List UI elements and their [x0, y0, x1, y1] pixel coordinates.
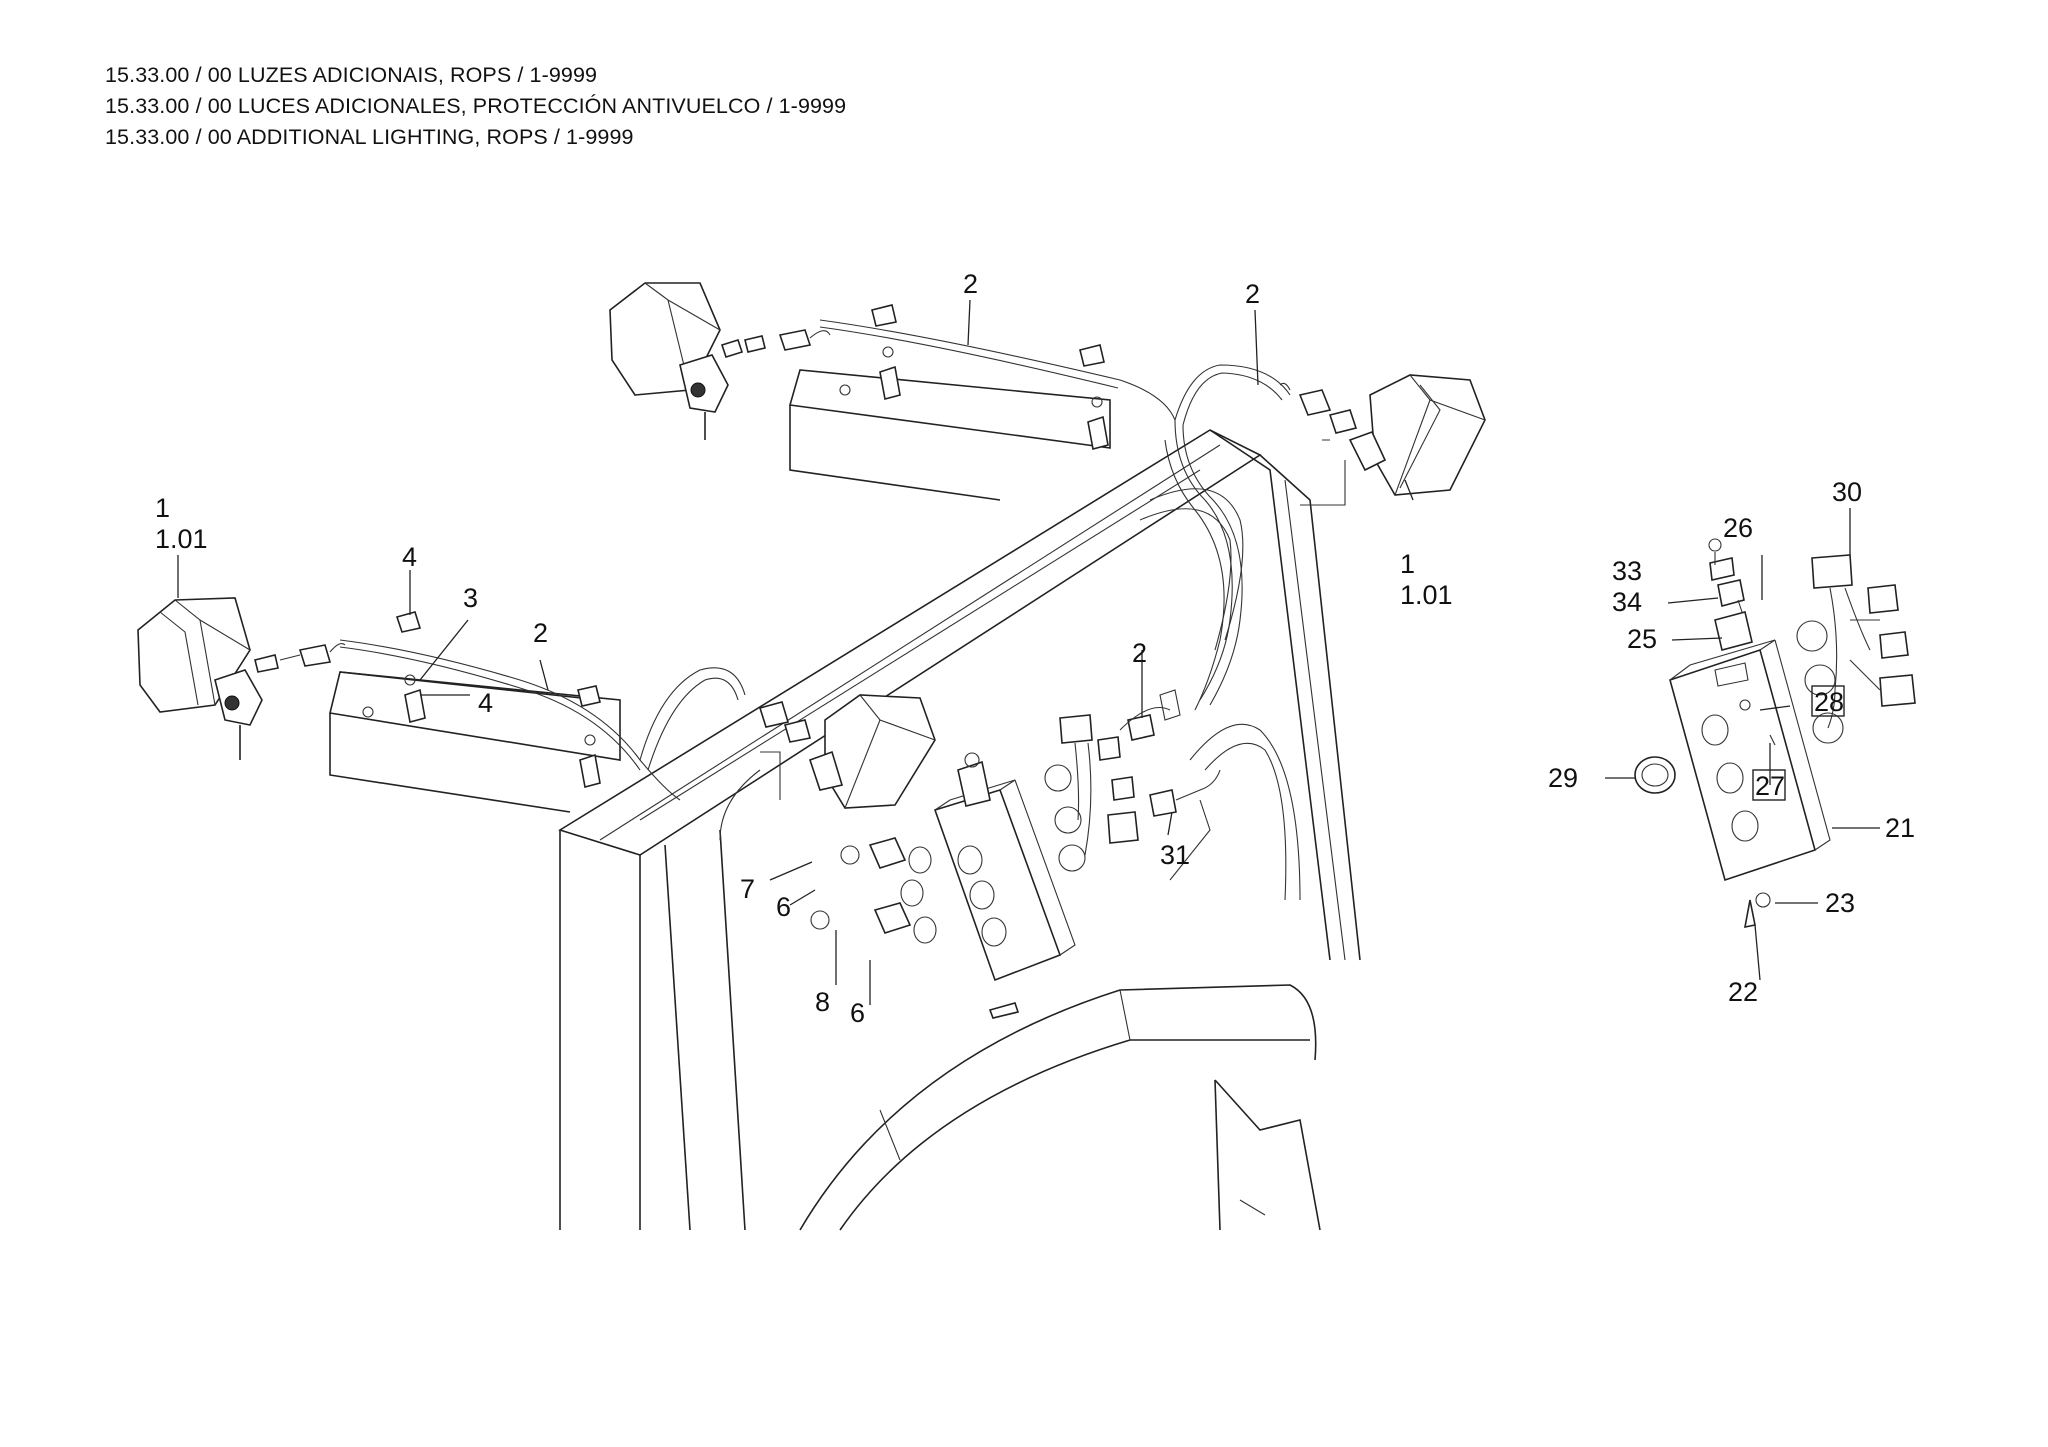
- callout-box-28: [1811, 685, 1845, 717]
- title-english: 15.33.00 / 00 ADDITIONAL LIGHTING, ROPS …: [105, 125, 634, 149]
- callout-1-01-left: 1.01: [155, 524, 208, 554]
- callout-30: 30: [1832, 477, 1862, 507]
- callout-3: 3: [463, 583, 478, 613]
- callout-box-27: [1752, 769, 1786, 801]
- callout-2-top-right: 2: [1245, 279, 1260, 309]
- callout-27: 27: [1755, 771, 1785, 801]
- title-portuguese: 15.33.00 / 00 LUZES ADICIONAIS, ROPS / 1…: [105, 63, 598, 87]
- callout-4-top: 4: [402, 542, 417, 572]
- callout-1-right: 1: [1400, 549, 1415, 579]
- callout-25: 25: [1627, 624, 1657, 654]
- callout-4-mid: 4: [478, 688, 493, 718]
- callout-7: 7: [740, 874, 755, 904]
- callout-2-top-mid: 2: [963, 269, 978, 299]
- callout-21: 21: [1885, 813, 1915, 843]
- callout-31: 31: [1160, 840, 1190, 870]
- work-lamp-rear-right: [1279, 374, 1486, 506]
- callout-34: 34: [1612, 587, 1642, 617]
- switch-box-detail: [1634, 538, 1916, 929]
- cable-clips: [362, 304, 1109, 788]
- callout-26: 26: [1723, 513, 1753, 543]
- switch-box-assembly: [810, 689, 1221, 1019]
- callout-labels: 1 1.01 4 3 2 4 2 2 1 1.01 2 31 7 6 8 6 3…: [155, 269, 1915, 1028]
- callout-23: 23: [1825, 888, 1855, 918]
- title-spanish: 15.33.00 / 00 LUCES ADICIONALES, PROTECC…: [105, 94, 847, 118]
- leader-lines: [177, 299, 1880, 1005]
- callout-6-upper: 6: [776, 892, 791, 922]
- work-lamp-rear-left: [609, 282, 831, 440]
- work-lamp-front: [758, 694, 936, 809]
- work-lamp-left: [137, 597, 346, 760]
- callout-29: 29: [1548, 763, 1578, 793]
- callout-28: 28: [1814, 687, 1844, 717]
- callout-2-center: 2: [1132, 638, 1147, 668]
- callout-22: 22: [1728, 977, 1758, 1007]
- callout-6-lower: 6: [850, 998, 865, 1028]
- callout-2-left: 2: [533, 618, 548, 648]
- callout-1-left: 1: [155, 493, 170, 523]
- rops-frame: [329, 369, 1361, 1231]
- callout-1-01-right: 1.01: [1400, 580, 1453, 610]
- callout-33: 33: [1612, 556, 1642, 586]
- callout-8: 8: [815, 987, 830, 1017]
- diagram-title-block: 15.33.00 / 00 LUZES ADICIONAIS, ROPS / 1…: [105, 60, 846, 153]
- wiring-harness: [339, 319, 1291, 841]
